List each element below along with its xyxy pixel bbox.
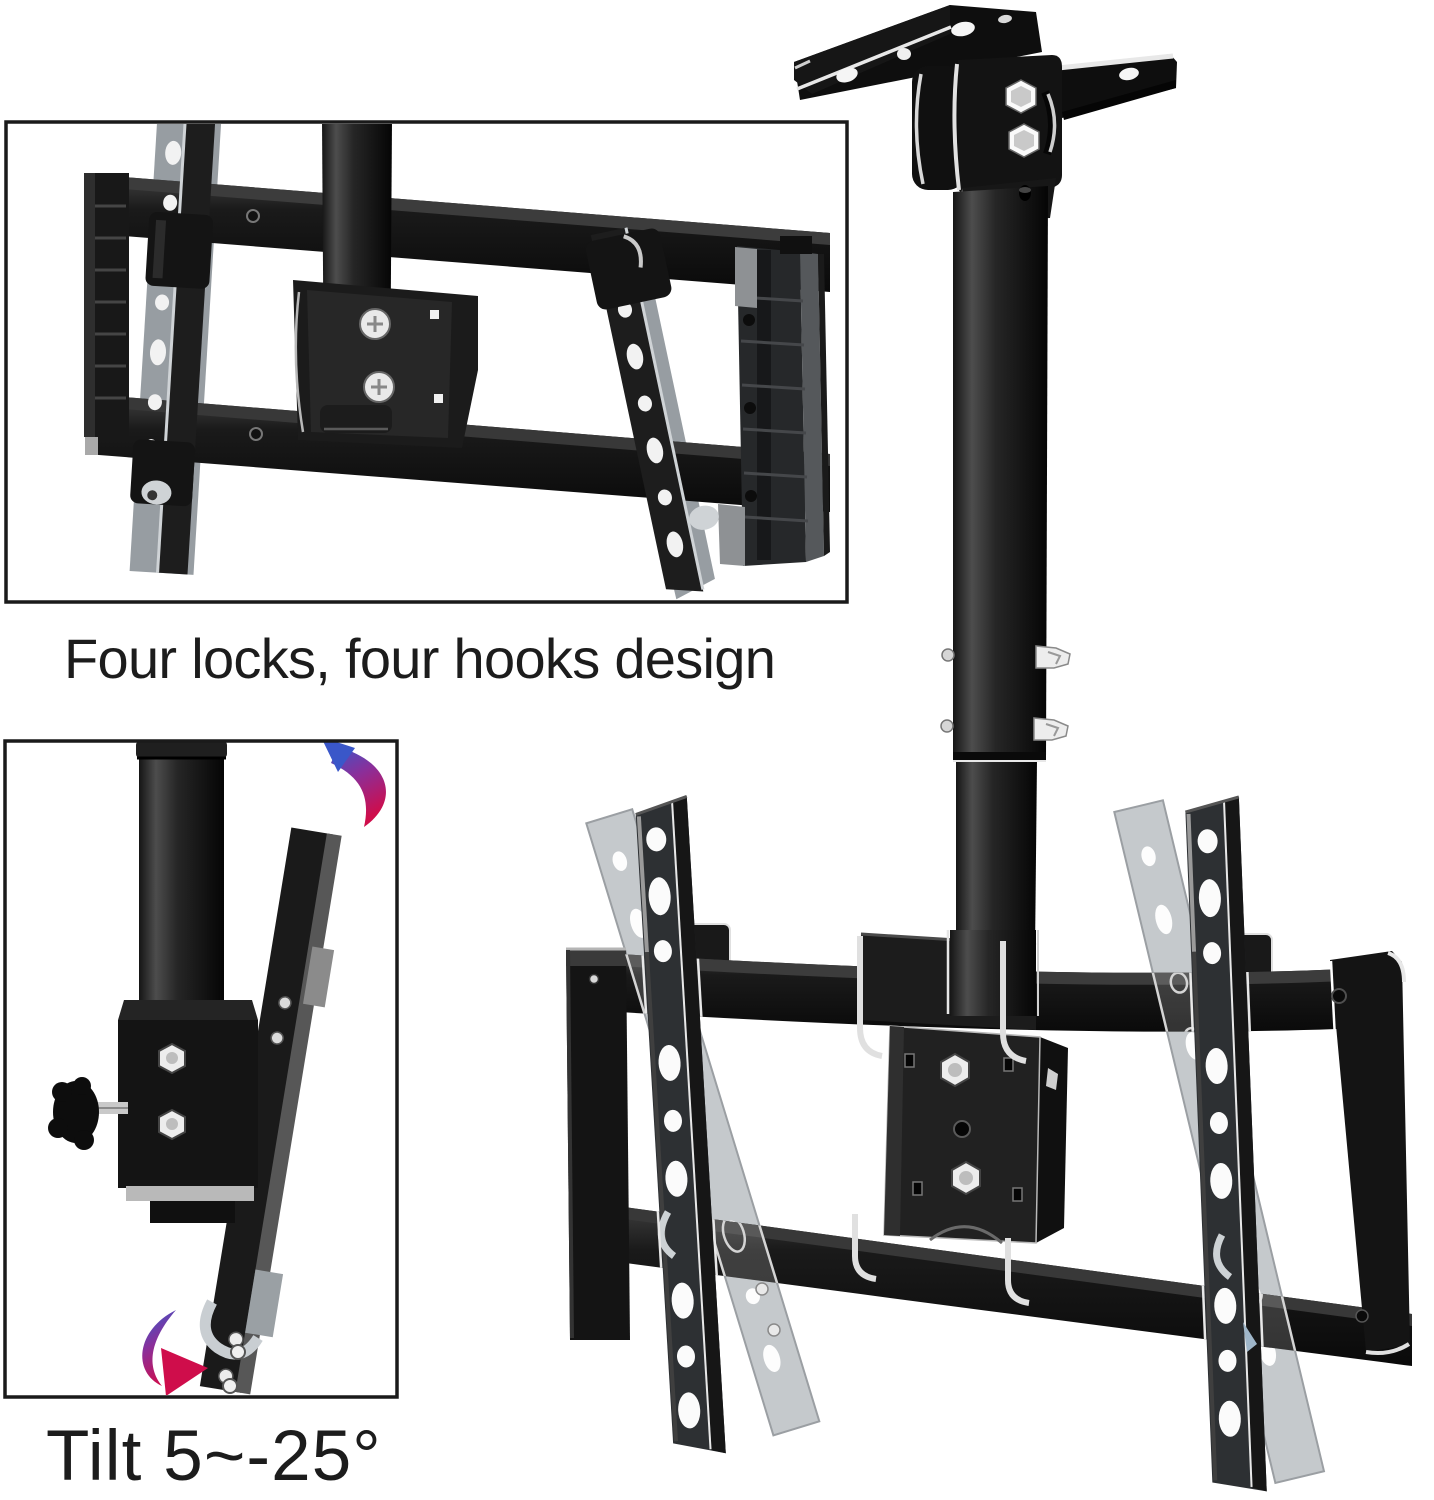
svg-text:Four locks, four hooks design: Four locks, four hooks design bbox=[64, 627, 775, 690]
svg-text:Tilt 5~-25°: Tilt 5~-25° bbox=[46, 1417, 382, 1496]
